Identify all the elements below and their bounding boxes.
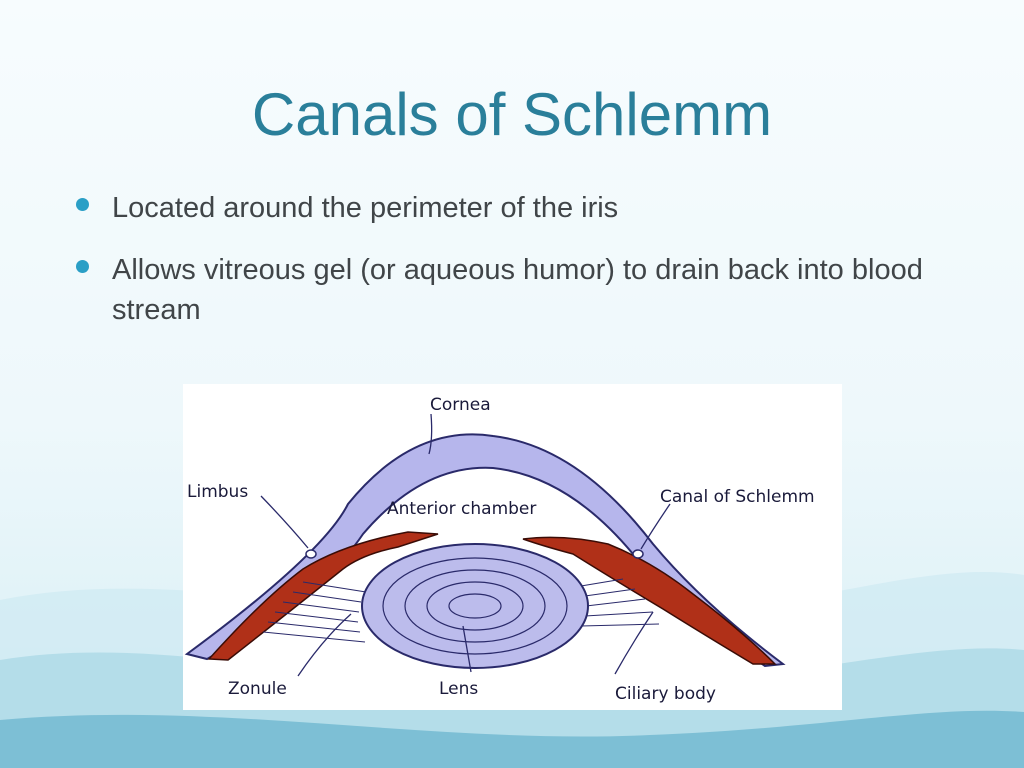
bullet-item: Allows vitreous gel (or aqueous humor) t… — [72, 250, 952, 330]
ciliary-body-right — [522, 536, 777, 665]
slide-title: Canals of Schlemm — [251, 81, 773, 148]
bullet-list: Located around the perimeter of the iris… — [72, 188, 952, 352]
bullet-item: Located around the perimeter of the iris — [72, 188, 952, 228]
label-lens: Lens — [439, 679, 478, 699]
zonule-fibers-left — [262, 581, 367, 643]
zonule-fibers-right — [580, 578, 660, 627]
canal-of-schlemm-right — [632, 549, 644, 559]
label-anterior-chamber: Anterior chamber — [387, 499, 536, 519]
bullet-text: Located around the perimeter of the iris — [112, 192, 619, 224]
bullet-dot-icon — [76, 198, 89, 211]
label-ciliary-body: Ciliary body — [615, 684, 716, 704]
leader-lines — [260, 413, 671, 677]
lens — [361, 543, 589, 669]
bullet-dot-icon — [76, 260, 89, 273]
eye-diagram: Cornea Limbus Anterior chamber Canal of … — [184, 395, 815, 704]
label-zonule: Zonule — [228, 679, 287, 699]
label-cornea: Cornea — [430, 395, 491, 415]
canal-of-schlemm-left — [305, 549, 317, 559]
lens-rings — [382, 557, 568, 655]
cornea — [184, 433, 786, 668]
ciliary-body-left — [207, 531, 439, 661]
label-limbus: Limbus — [187, 482, 248, 502]
wave-front — [0, 710, 1024, 768]
label-canal-of-schlemm: Canal of Schlemm — [660, 487, 815, 507]
bullet-text: Allows vitreous gel (or aqueous humor) t… — [112, 254, 923, 326]
eye-anatomy-figure: Cornea Limbus Anterior chamber Canal of … — [183, 384, 842, 710]
